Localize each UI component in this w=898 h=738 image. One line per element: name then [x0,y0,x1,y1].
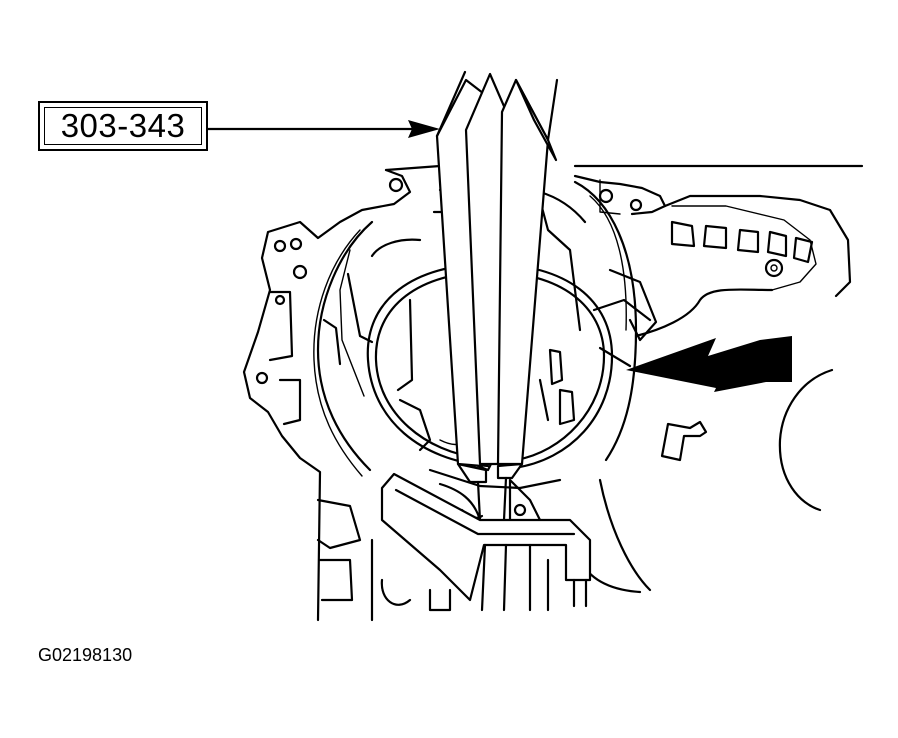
figure-id: G02198130 [38,645,133,665]
snap-ring-pliers [435,70,559,522]
label-leader-arrow [206,120,440,138]
housing-top-edge [384,164,864,172]
tool-number-label: 303-343 [38,101,208,151]
transmission-case [242,168,852,622]
lower-bracket [380,472,592,612]
snap-ring-callout-arrow [626,336,792,392]
right-side-details [592,298,834,512]
tool-number-text: 303-343 [60,107,186,144]
